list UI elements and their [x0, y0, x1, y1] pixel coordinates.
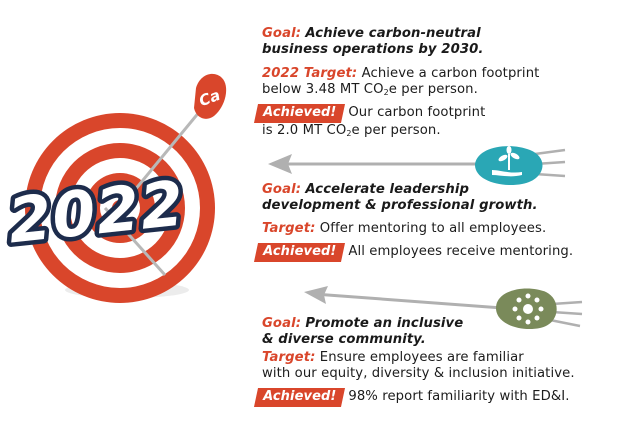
target-text-line1: Ensure employees are familiar	[319, 350, 524, 365]
achieved-badge: Achieved!	[253, 243, 346, 262]
people-circle-icon	[512, 293, 544, 325]
goal-text-line2: development & professional growth.	[262, 198, 538, 213]
arrow-olive	[304, 286, 583, 330]
goal-text-line2: business operations by 2030.	[262, 42, 484, 57]
goal-text-line1: Achieve carbon-neutral	[305, 26, 481, 41]
section2-target: Target: Offer mentoring to all employees…	[262, 221, 546, 237]
section1-achieved: Achieved!Our carbon footprint is 2.0 MT …	[253, 104, 486, 142]
achieved-text: All employees receive mentoring.	[348, 244, 574, 259]
year-graphic: 2022 2022	[0, 166, 192, 256]
achieved-text-line1: Our carbon footprint	[348, 105, 486, 120]
achieved-subscript: 2	[346, 129, 352, 138]
logo-arrow-icon	[194, 73, 227, 119]
arrowhead-icon	[268, 154, 292, 174]
goal-text-line1: Accelerate leadership	[305, 182, 470, 197]
goal-label: Goal:	[262, 26, 302, 41]
section2-achieved: Achieved!All employees receive mentoring…	[253, 243, 574, 262]
target-text-line2-post: e per person.	[388, 82, 478, 97]
section1-target: 2022 Target: Achieve a carbon footprint …	[262, 66, 539, 101]
achieved-text-line2-post: e per person.	[351, 123, 441, 138]
goal-text-line1: Promote an inclusive	[305, 316, 464, 331]
target-label: Target:	[262, 350, 316, 365]
target-subscript: 2	[383, 88, 389, 97]
target-text: Offer mentoring to all employees.	[319, 221, 547, 236]
target-text-line2: with our equity, diversity & inclusion i…	[262, 366, 575, 381]
year-outline: 2022	[5, 166, 188, 256]
achieved-badge: Achieved!	[253, 104, 346, 123]
achieved-badge: Achieved!	[253, 388, 346, 407]
target-text-line1: Achieve a carbon footprint	[361, 66, 540, 81]
goal-label: Goal:	[262, 182, 302, 197]
section3-achieved: Achieved!98% report familiarity with ED&…	[253, 388, 570, 407]
arrow-shaft-2	[103, 206, 167, 277]
goal-text-line2: & diverse community.	[262, 332, 426, 347]
section1-goal: Goal: Achieve carbon-neutral business op…	[262, 26, 484, 58]
goal-label: Goal:	[262, 316, 302, 331]
section3-target: Target: Ensure employees are familiar wi…	[262, 350, 575, 382]
arrow-feathers-2	[549, 300, 583, 328]
arrowhead-icon-2	[304, 286, 328, 304]
section3-goal: Goal: Promote an inclusive & diverse com…	[262, 316, 463, 348]
achieved-text: 98% report familiarity with ED&I.	[348, 389, 570, 404]
target-graphic	[25, 73, 227, 303]
achieved-text-line2-pre: is 2.0 MT CO	[262, 123, 347, 138]
target-text-line2-pre: below 3.48 MT CO	[262, 82, 384, 97]
section2-goal: Goal: Accelerate leadership development …	[262, 182, 538, 214]
target-label: 2022 Target:	[262, 66, 358, 81]
hand-plant-icon	[492, 146, 522, 177]
target-label: Target:	[262, 221, 316, 236]
year-text: 2022	[5, 166, 188, 256]
arrow-teal	[268, 146, 566, 186]
arrow-shaft-1	[118, 104, 207, 209]
